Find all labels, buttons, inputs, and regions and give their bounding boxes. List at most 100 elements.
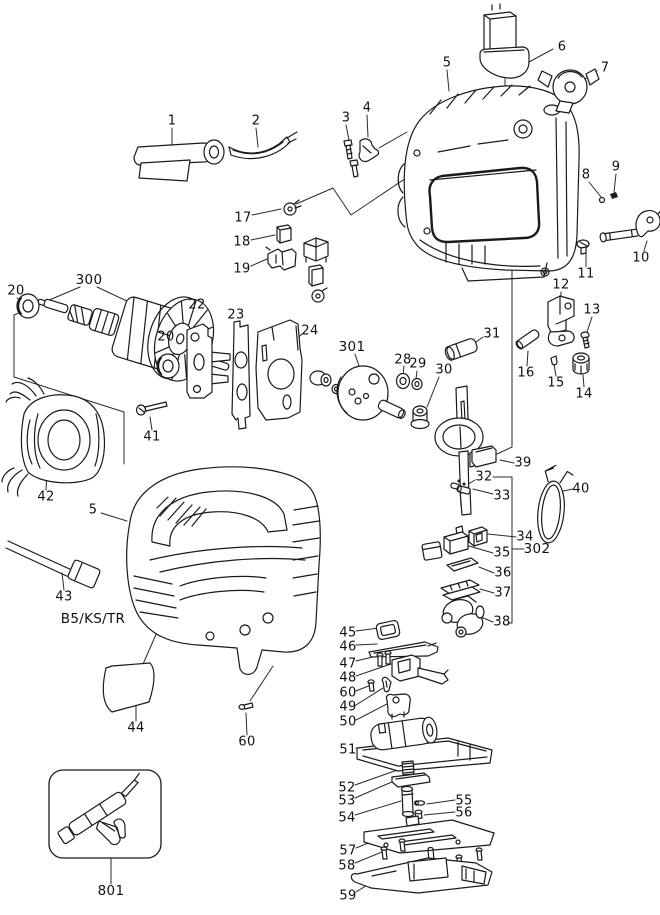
part-label-18: 18 (233, 234, 251, 250)
part-label-49: 49 (339, 699, 357, 715)
part-5-housing-left-half (126, 466, 321, 675)
part-label-801: 801 (97, 883, 125, 899)
part-label-5: 5 (442, 55, 452, 71)
part-label-38: 38 (493, 614, 511, 630)
part-24-gear-housing-plate (255, 319, 303, 421)
part-label-19: 19 (233, 261, 251, 277)
part-label-15: 15 (547, 375, 565, 391)
part-15-clip (550, 355, 558, 366)
part-17-brush-cap (283, 199, 302, 216)
part-36-clamp-plate (446, 557, 479, 572)
part-label-9: 9 (611, 159, 621, 175)
part-label-43: 43 (55, 589, 73, 605)
part-39-clip (469, 445, 497, 468)
part-40-wire-guard (537, 464, 574, 544)
part-label-41: 41 (143, 429, 161, 445)
part-label-51: 51 (339, 742, 357, 758)
part-label-55: 55 (455, 793, 473, 809)
part-41-screw (135, 401, 168, 416)
part-43-cord-set (5, 540, 101, 589)
part-label-35: 35 (493, 545, 511, 561)
part-brush-holder-right (303, 237, 329, 263)
part-16-pin (515, 329, 540, 350)
part-label-60: 60 (339, 685, 357, 701)
part-label-302: 302 (523, 541, 551, 557)
part-label-44: 44 (127, 720, 145, 736)
part-8-ball (598, 196, 606, 204)
part-55-pin-small (414, 800, 426, 806)
part-22-bearing-bracket (186, 323, 231, 399)
part-label-54: 54 (338, 810, 356, 826)
part-label-16: 16 (517, 365, 535, 381)
part-label-301: 301 (338, 339, 366, 355)
part-50-roller-holder (385, 693, 411, 720)
part-label-300: 300 (75, 272, 103, 288)
part-5-housing-right-half (397, 84, 580, 282)
part-label-53: 53 (338, 793, 356, 809)
part-label-2: 2 (251, 113, 261, 129)
part-6-switch (479, 3, 530, 79)
part-18-carbon-brush (276, 224, 292, 244)
part-label-42: 42 (37, 489, 55, 505)
part-23-spacer-plate (231, 320, 251, 430)
part-label-48: 48 (339, 670, 357, 686)
part-label-28: 28 (394, 352, 412, 368)
part-label-4: 4 (362, 100, 372, 116)
part-label-20b: 20 (157, 329, 175, 345)
part-20-bearing-left (16, 293, 40, 319)
part-label-37: 37 (494, 585, 512, 601)
part-label-60b: 60 (238, 734, 256, 750)
part-label-20: 20 (7, 283, 25, 299)
part-brush-cap-right (311, 287, 328, 303)
part-1-cord-guard (133, 139, 225, 182)
part-label-10: 10 (632, 250, 650, 266)
part-label-29: 29 (409, 356, 427, 372)
part-44-cover-pad (102, 662, 155, 713)
part-4-cord-clamp (358, 138, 380, 163)
part-label-57: 57 (339, 843, 357, 859)
part-label-36: 36 (494, 565, 512, 581)
part-label-39: 39 (514, 455, 532, 471)
part-49-clip (381, 676, 392, 693)
part-label-8: 8 (581, 167, 591, 183)
part-label-30: 30 (435, 362, 453, 378)
part-12-blade-holder-bracket (547, 295, 575, 347)
part-60-screw-shoe (367, 679, 375, 692)
part-301-counterweight (331, 365, 406, 421)
part-30-bushing (410, 405, 430, 430)
part-label-5b: 5 (88, 502, 98, 518)
part-label-3: 3 (341, 110, 351, 126)
part-label-23: 23 (227, 307, 245, 323)
part-28-washer (395, 372, 411, 390)
part-label-58: 58 (338, 858, 356, 874)
part-34-clamp-block (468, 526, 488, 547)
part-label-31: 31 (483, 326, 501, 342)
part-label-34: 34 (516, 529, 534, 545)
part-9-set-screw (610, 192, 618, 199)
part-57-insert-plate (363, 815, 495, 854)
part-label-24: 24 (301, 323, 319, 339)
part-label-7: 7 (600, 60, 610, 76)
part-7-speed-dial (537, 68, 600, 114)
part-label-32: 32 (475, 469, 493, 485)
part-label-47: 47 (339, 656, 357, 672)
part-33-clamp-screw (450, 482, 471, 495)
part-38-roller-guide (441, 595, 485, 638)
part-label-11: 11 (577, 266, 595, 282)
part-51-shoe-assembly (356, 716, 493, 772)
part-label-14: 14 (575, 386, 593, 402)
part-52-spring (401, 760, 415, 776)
part-label-6: 6 (557, 39, 567, 55)
part-3-screws (343, 139, 359, 178)
part-37-clamp-plate-2 (440, 579, 481, 601)
part-19-brush-holder (265, 246, 297, 271)
part-45-window (375, 620, 401, 640)
part-59-base-plate (350, 846, 493, 894)
part-carbon-brush-right (308, 264, 324, 287)
part-label-12: 12 (552, 277, 570, 293)
part-label-59: 59 (339, 888, 357, 904)
part-42-stator (1, 377, 106, 497)
part-label-22: 22 (188, 297, 206, 313)
part-14-flanged-nut (572, 352, 590, 375)
